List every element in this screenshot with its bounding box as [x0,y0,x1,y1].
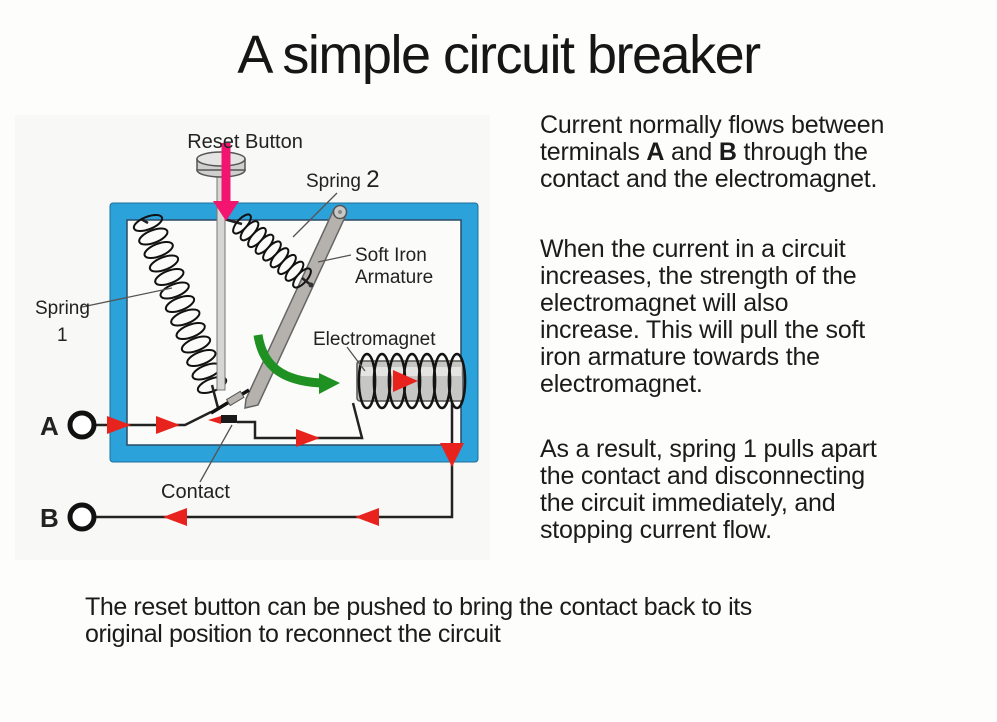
fixed-contact [221,415,237,423]
housing-inner [126,219,462,446]
electromagnet-label: Electromagnet [313,329,436,350]
terminal-b: B [40,502,97,533]
diagram-labels: Reset Button Spring 2 Soft Iron Armature… [35,131,436,503]
reset-button [196,143,246,391]
description-column: Current normally flows between terminals… [540,112,975,544]
page-title: A simple circuit breaker [237,25,761,85]
current-arrows [107,416,464,526]
electromagnet-highlight [359,367,461,376]
contact-switch [208,388,250,424]
leader-lines [81,192,366,483]
footer-note: The reset button can be pushed to bring … [85,593,752,648]
terminal-a-label: A [40,411,59,441]
terminal-b-label: B [40,503,59,533]
arrow-right-icon [156,416,180,434]
armature-motion-arrow [253,334,340,394]
spring2-label: Spring 2 [306,166,380,193]
arrow-left-icon [355,508,379,526]
terminal-b-circle [67,502,97,532]
motion-arrow-head-icon [319,373,340,394]
spring1-label-line1: Spring [35,298,90,319]
spring-2 [223,213,314,289]
electromagnet [356,352,467,410]
terminal-a-circle [67,410,97,440]
push-arrow-head-icon [213,201,239,221]
paragraph-spring-action: As a result, spring 1 pulls apart the co… [540,435,877,544]
arrow-down-icon [440,443,464,467]
terminal-a: A [40,410,97,441]
spark-mark [208,416,221,424]
arrow-right-icon [296,429,320,447]
soft-iron-label-line2: Armature [355,267,433,288]
paragraph-current-flow: Current normally flows between terminals… [540,111,885,193]
circuit-breaker-diagram: A B [15,115,490,560]
spring1-label-line2: 1 [57,325,68,346]
arrow-left-icon [163,508,187,526]
arrow-right-icon [393,370,418,392]
reset-button-label: Reset Button [187,131,303,153]
paragraph-electromagnet: When the current in a circuit increases,… [540,235,866,398]
soft-iron-label-line1: Soft Iron [355,245,427,266]
contact-label: Contact [161,481,230,503]
electromagnet-windings [357,352,467,410]
lever-pad [225,390,245,407]
arrow-right-icon [107,416,131,434]
